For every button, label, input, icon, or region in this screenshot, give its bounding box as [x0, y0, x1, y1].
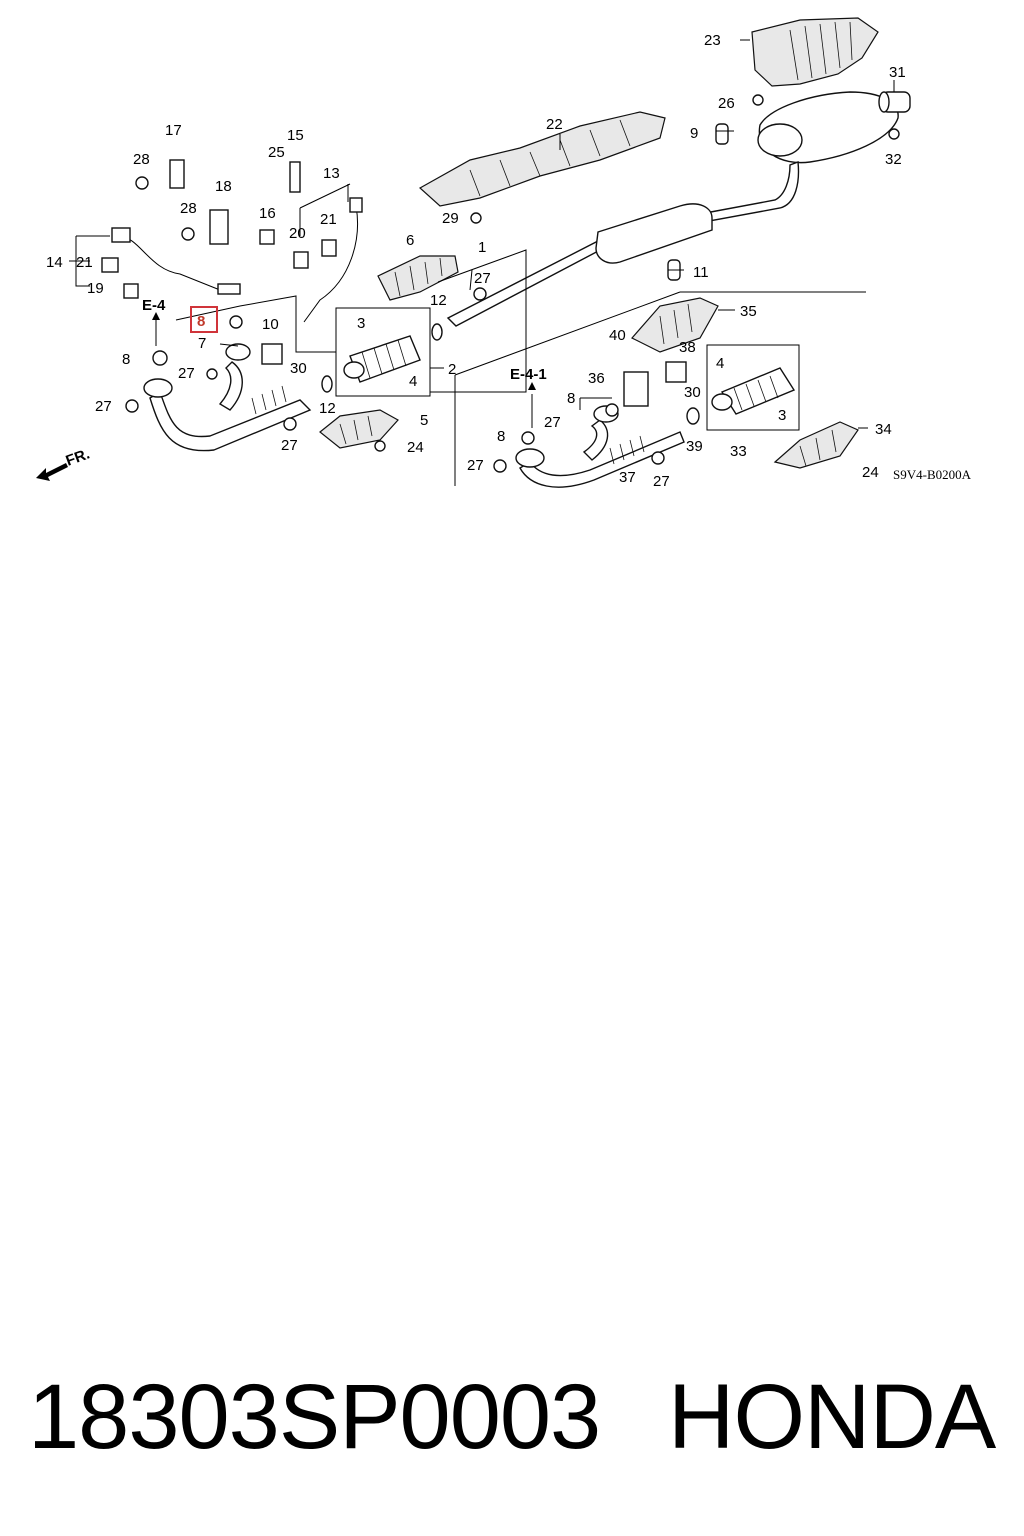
callout-3[interactable]: 3 — [778, 407, 786, 424]
callout-15[interactable]: 15 — [287, 127, 304, 144]
drawing-code: S9V4-B0200A — [893, 467, 972, 482]
divider-diagonal — [454, 291, 681, 376]
callout-28[interactable]: 28 — [180, 200, 197, 217]
part-number: 18303SP0003 — [28, 1366, 601, 1468]
callout-8[interactable]: 8 — [567, 390, 575, 407]
heat-shield-5 — [319, 409, 399, 449]
callout-31[interactable]: 31 — [889, 64, 906, 81]
callout-21[interactable]: 21 — [76, 254, 93, 271]
callout-16[interactable]: 16 — [259, 205, 276, 222]
callout-1[interactable]: 1 — [478, 239, 486, 256]
callout-35[interactable]: 35 — [740, 303, 757, 320]
callout-17[interactable]: 17 — [165, 122, 182, 139]
callout-8[interactable]: 8 — [497, 428, 505, 445]
callout-40[interactable]: 40 — [609, 327, 626, 344]
heat-shield-35 — [631, 297, 719, 353]
callout-3[interactable]: 3 — [357, 315, 365, 332]
callout-2[interactable]: 2 — [448, 361, 456, 378]
callout-22[interactable]: 22 — [546, 116, 563, 133]
exhaust-parts-diagram: FR. E-4 E-4-1 8 1 2 3 3 4 4 5 6 7 8 8 8 … — [36, 17, 972, 490]
callout-30[interactable]: 30 — [684, 384, 701, 401]
callout-27[interactable]: 27 — [653, 473, 670, 490]
highlight-box — [190, 306, 218, 333]
heat-shield-22 — [418, 111, 666, 207]
tail-pipe-tip-31 — [878, 91, 911, 113]
callout-23[interactable]: 23 — [704, 32, 721, 49]
callout-27[interactable]: 27 — [178, 365, 195, 382]
small-hardware — [101, 94, 900, 473]
callout-4[interactable]: 4 — [409, 373, 417, 390]
front-indicator-label: FR. — [64, 446, 93, 470]
callout-12[interactable]: 12 — [430, 292, 447, 309]
callout-27[interactable]: 27 — [95, 398, 112, 415]
reference-arrow-e4-1 — [528, 382, 536, 390]
callout-34[interactable]: 34 — [875, 421, 892, 438]
callout-5[interactable]: 5 — [420, 412, 428, 429]
reference-label-e4-1: E-4-1 — [510, 366, 547, 383]
callout-21[interactable]: 21 — [320, 211, 337, 228]
callout-37[interactable]: 37 — [619, 469, 636, 486]
callout-27[interactable]: 27 — [544, 414, 561, 431]
callout-8[interactable]: 8 — [122, 351, 130, 368]
callout-8-highlighted[interactable]: 8 — [197, 313, 205, 330]
callout-36[interactable]: 36 — [588, 370, 605, 387]
callout-6[interactable]: 6 — [406, 232, 414, 249]
callout-24[interactable]: 24 — [862, 464, 879, 481]
callout-10[interactable]: 10 — [262, 316, 279, 333]
callout-28[interactable]: 28 — [133, 151, 150, 168]
brand-name: HONDA — [668, 1366, 996, 1468]
reference-arrow-e4 — [152, 312, 160, 320]
front-direction-arrow: FR. — [36, 446, 92, 481]
heat-shield-34 — [773, 421, 859, 469]
rear-muffler — [757, 91, 899, 164]
oxygen-sensor-connector — [349, 197, 363, 213]
callout-9[interactable]: 9 — [690, 125, 698, 142]
callout-20[interactable]: 20 — [289, 225, 306, 242]
front-pipe-left — [143, 343, 312, 452]
callout-7[interactable]: 7 — [198, 335, 206, 352]
callout-26[interactable]: 26 — [718, 95, 735, 112]
catalytic-converter-33 — [706, 344, 800, 431]
callout-24[interactable]: 24 — [407, 439, 424, 456]
oxygen-sensor-left — [111, 227, 241, 295]
callout-11[interactable]: 11 — [693, 264, 709, 281]
heat-shield-23 — [751, 17, 879, 87]
callout-13[interactable]: 13 — [323, 165, 340, 182]
callout-25[interactable]: 25 — [268, 144, 285, 161]
front-pipe-right — [515, 405, 685, 488]
callout-30[interactable]: 30 — [290, 360, 307, 377]
callout-33[interactable]: 33 — [730, 443, 747, 460]
callout-14[interactable]: 14 — [46, 254, 63, 271]
callout-labels: 1 2 3 3 4 4 5 6 7 8 8 8 9 10 11 12 12 13… — [46, 32, 906, 490]
callout-39[interactable]: 39 — [686, 438, 703, 455]
leader-lines — [69, 39, 895, 429]
callout-4[interactable]: 4 — [716, 355, 724, 372]
reference-label-e4: E-4 — [142, 297, 166, 314]
catalytic-converter-2 — [335, 307, 431, 397]
callout-27[interactable]: 27 — [467, 457, 484, 474]
oxygen-sensor-wire-center — [303, 205, 358, 323]
callout-12[interactable]: 12 — [319, 400, 336, 417]
callout-29[interactable]: 29 — [442, 210, 459, 227]
callout-19[interactable]: 19 — [87, 280, 104, 297]
callout-32[interactable]: 32 — [885, 151, 902, 168]
callout-27[interactable]: 27 — [474, 270, 491, 287]
callout-38[interactable]: 38 — [679, 339, 696, 356]
heat-shield-6 — [377, 255, 459, 301]
callout-18[interactable]: 18 — [215, 178, 232, 195]
callout-27[interactable]: 27 — [281, 437, 298, 454]
